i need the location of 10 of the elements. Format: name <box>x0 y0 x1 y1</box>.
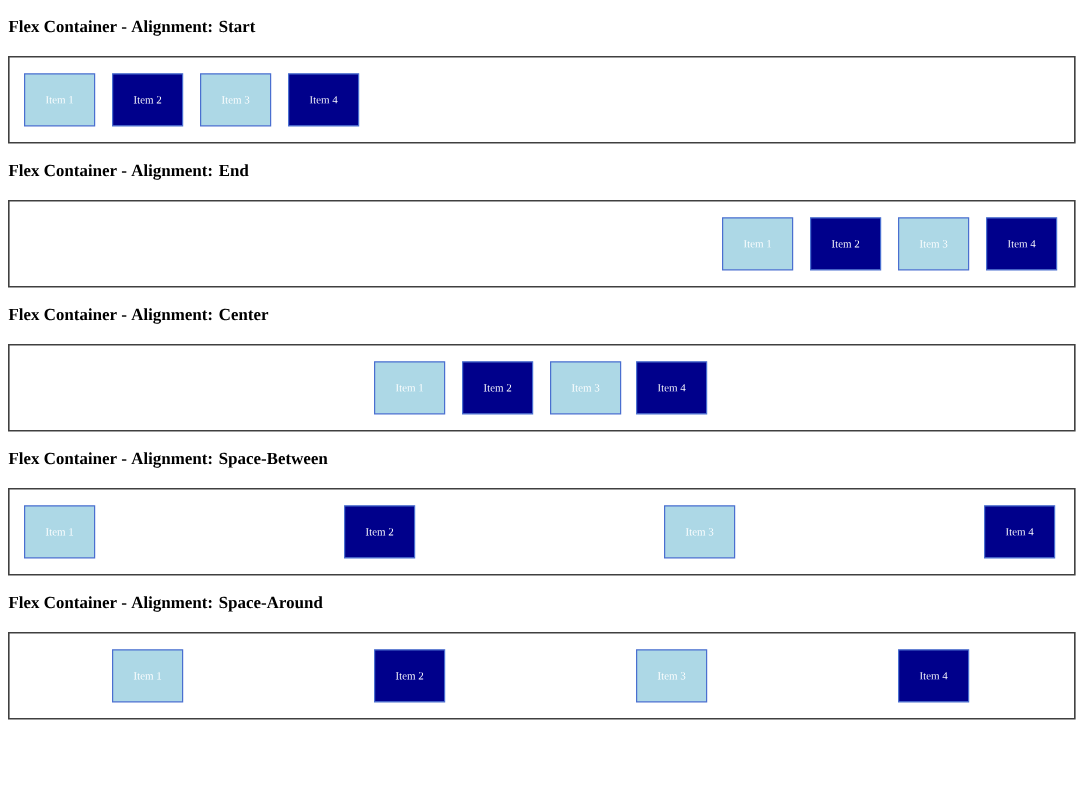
flex-container <box>8 200 1076 288</box>
flex-container <box>8 488 1076 576</box>
container-heading: Flex Container - Alignment: Start <box>8 20 256 36</box>
container-heading: Flex Container - Alignment: End <box>8 164 249 180</box>
container-heading: Flex Container - Alignment: Space-Around <box>8 596 323 612</box>
flex-container <box>8 344 1076 432</box>
container-heading: Flex Container - Alignment: Space-Between <box>8 452 328 468</box>
flex-container <box>8 56 1076 144</box>
container-heading: Flex Container - Alignment: Center <box>8 308 269 324</box>
flex-container <box>8 632 1076 720</box>
